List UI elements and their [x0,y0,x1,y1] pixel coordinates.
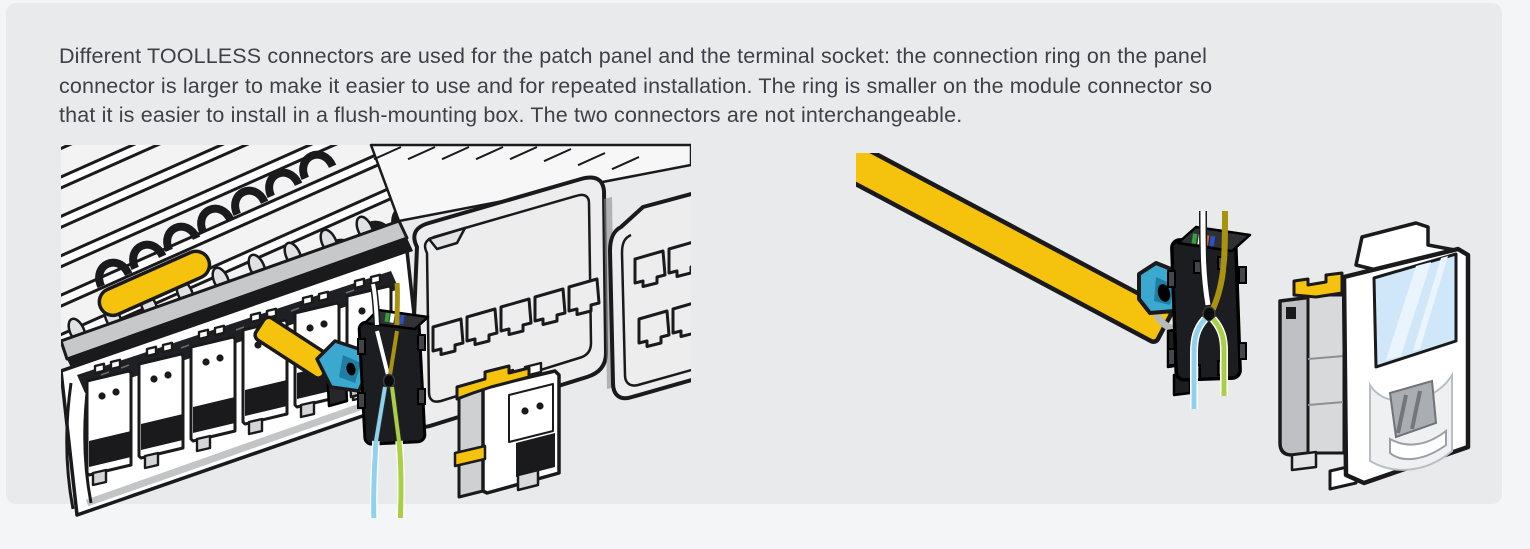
module-latch [1292,271,1344,299]
module-toolless-connector-illustration [856,153,1471,491]
patch-panel-faceplate-next [604,192,691,401]
patch-panel-toolless-connector-illustration [61,143,691,518]
connector-wires [369,282,405,518]
connector-wires [1190,210,1228,409]
description-line: Different TOOLLESS connectors are used f… [59,44,1208,68]
rj45-socket-opening [1369,371,1453,471]
label-window [1372,252,1458,369]
patch-cord [856,153,1173,344]
description-line: connector is larger to make it easier to… [59,73,1213,98]
content-panel: Different TOOLLESS connectors are used f… [6,3,1502,518]
idc-module-row [77,271,399,487]
connection-ring-latch [455,364,531,401]
panel-lid [369,143,691,223]
description-paragraph: Different TOOLLESS connectors are used f… [59,42,1483,131]
yellow-patch-cord-rear [97,249,212,318]
description-line: that it is easier to install in a flush-… [59,103,963,127]
panel-toolless-connector [253,282,430,518]
patch-panel-faceplate [408,175,608,429]
spare-connector-module [453,361,561,499]
terminal-socket-module [1278,221,1471,491]
